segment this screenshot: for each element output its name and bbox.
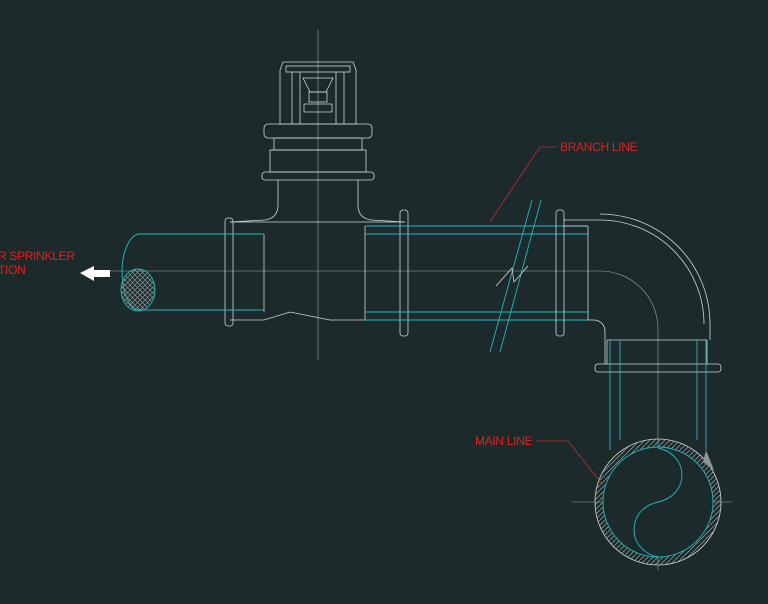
tee-fitting [224,180,409,337]
leader-lines [489,146,603,485]
elbow-fitting [555,209,722,373]
left-arrow-icon [80,266,110,281]
sprinkler-label-line1: R SPRINKLER [0,249,75,263]
main-line-label: MAIN LINE [475,434,533,448]
branch-line-label: BRANCH LINE [560,140,638,154]
main-line-pipe [594,340,722,566]
sprinkler-head [261,61,375,181]
break-symbol [495,265,529,287]
pipe-end-section [120,268,156,312]
sprinkler-label-line2: TION [0,263,26,277]
branch-pipe [121,199,588,353]
